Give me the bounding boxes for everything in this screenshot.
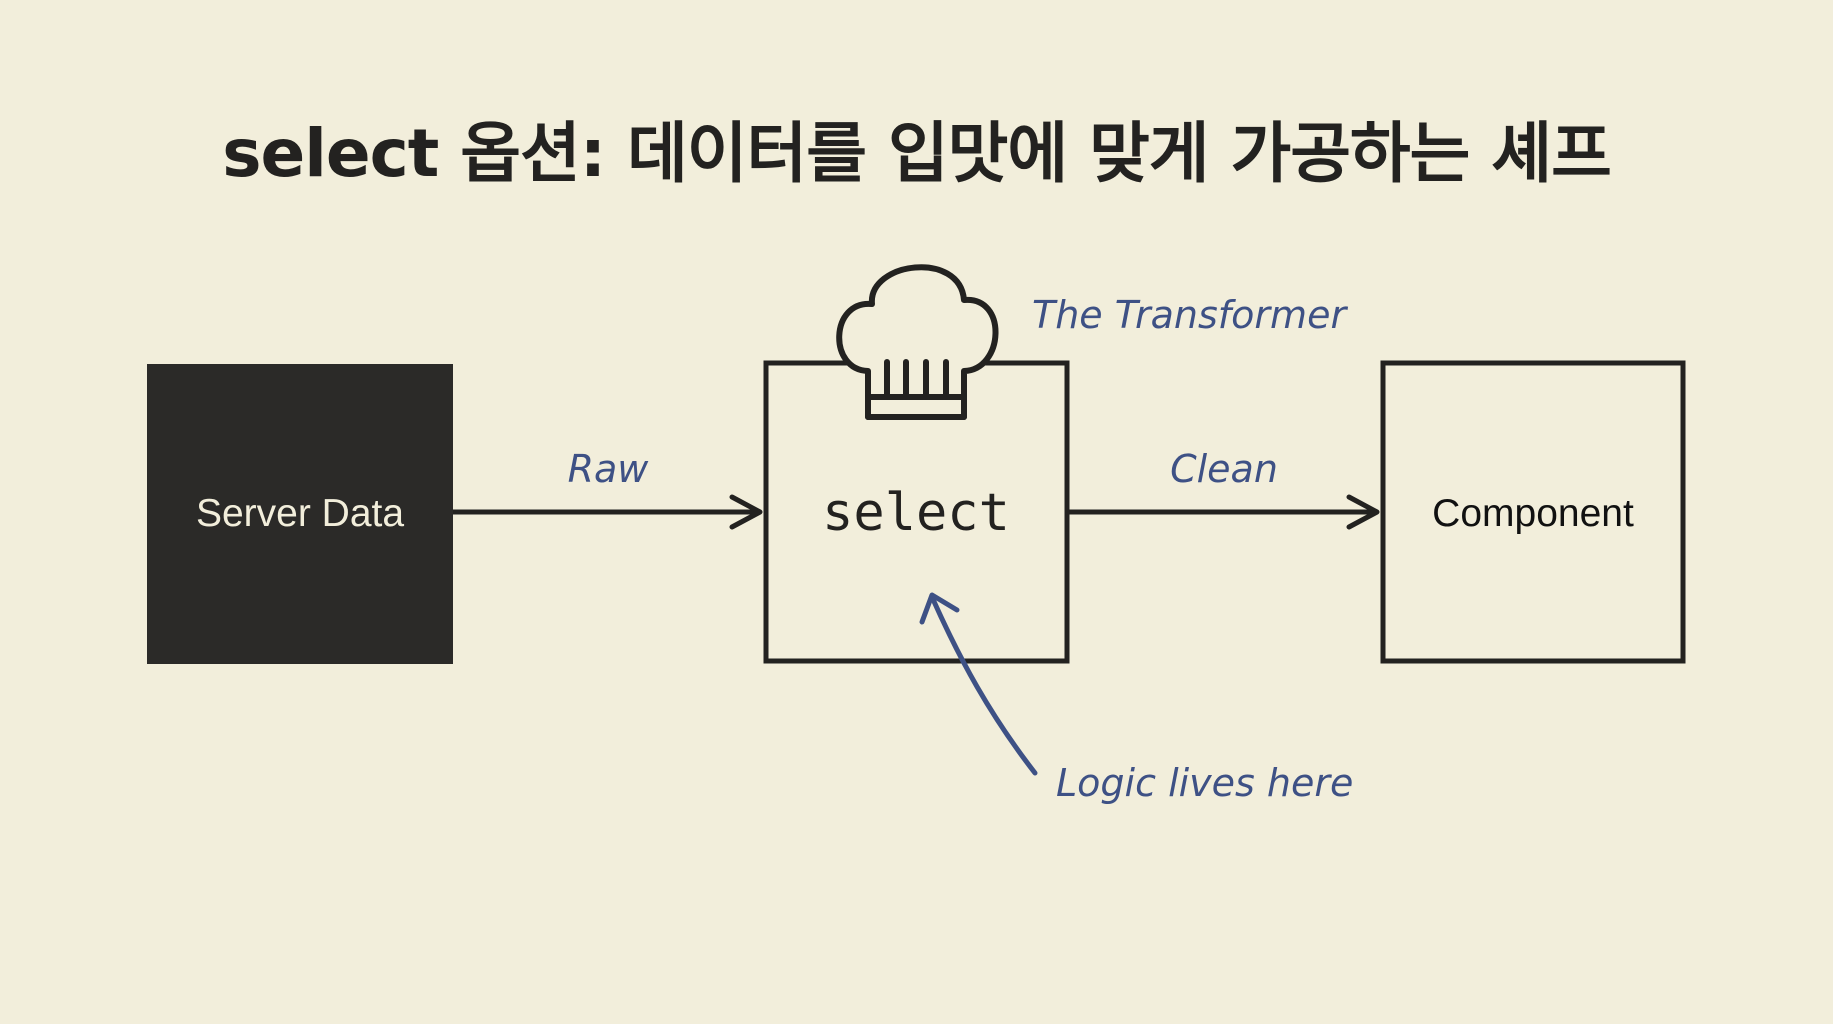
server-data-node: Server Data — [147, 364, 453, 664]
raw-arrow-head — [729, 494, 763, 530]
component-label: Component — [1432, 492, 1634, 535]
chef-hat-icon — [836, 264, 999, 420]
server-data-box — [147, 364, 453, 664]
transformer-note: The Transformer — [1032, 293, 1348, 337]
raw-label: Raw — [568, 447, 650, 491]
clean-arrow-head — [1346, 494, 1380, 530]
page-title: select 옵션: 데이터를 입맛에 맞게 가공하는 셰프 — [222, 115, 1612, 192]
component-node: Component — [1380, 360, 1686, 664]
logic-note: Logic lives here — [1056, 761, 1353, 805]
logic-pointer-line — [929, 594, 1038, 776]
clean-label: Clean — [1170, 447, 1278, 491]
server-data-label: Server Data — [196, 492, 404, 535]
raw-arrow: Raw — [453, 447, 763, 530]
logic-pointer-head — [919, 592, 960, 625]
clean-arrow: Clean — [1067, 447, 1380, 530]
logic-pointer-arrow — [919, 592, 1038, 776]
component-box — [1380, 360, 1686, 664]
select-label: select — [822, 483, 1010, 543]
